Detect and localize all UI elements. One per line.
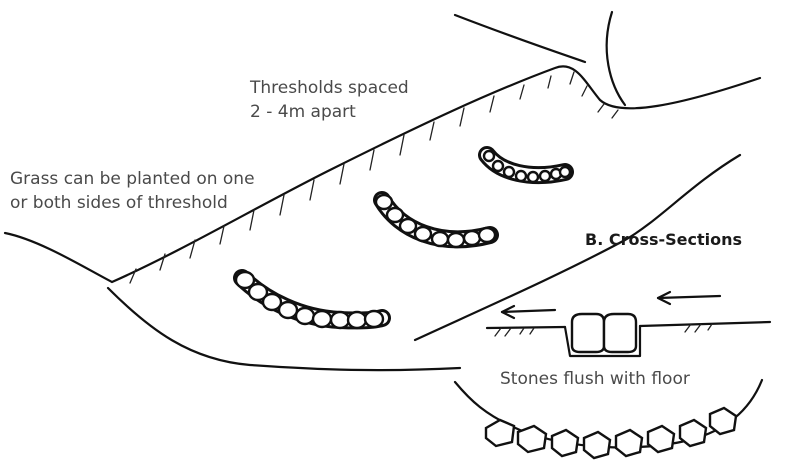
- flow-arrow-right: [658, 296, 720, 298]
- cross-section-flush: [487, 292, 770, 356]
- spacing-label-line1: Thresholds spaced: [250, 77, 409, 99]
- cross-section-curved: [455, 380, 762, 458]
- grass-label-line2: or both sides of threshold: [10, 192, 228, 214]
- stones-caption: Stones flush with floor: [500, 368, 690, 390]
- spacing-label-line2: 2 - 4m apart: [250, 101, 356, 123]
- section-title: B. Cross-Sections: [585, 229, 742, 251]
- stone-threshold-bottom: [236, 272, 383, 328]
- flush-stone-2: [604, 314, 636, 352]
- flush-stone-1: [572, 314, 604, 352]
- flow-arrow-left: [502, 310, 555, 312]
- gully-upper-rim: [455, 15, 585, 62]
- stone-threshold-top: [484, 151, 570, 182]
- gully-top-right-edge: [607, 12, 625, 105]
- stone-threshold-middle: [376, 195, 495, 247]
- grass-label-line1: Grass can be planted on one: [10, 168, 255, 190]
- curved-floor-stones: [486, 408, 736, 458]
